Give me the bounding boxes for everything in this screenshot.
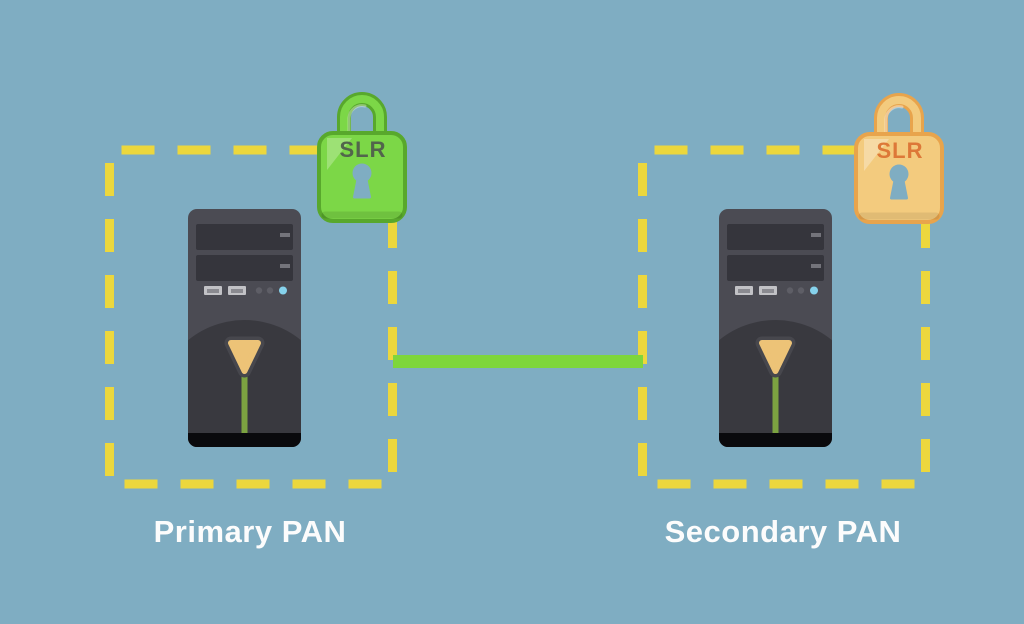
primary-pan-label: Primary PAN bbox=[153, 514, 347, 549]
green-lock-icon: SLR bbox=[317, 92, 407, 223]
orange-lock-icon: SLR bbox=[854, 93, 944, 224]
server-tower-primary bbox=[188, 209, 301, 447]
usb-port-slot bbox=[762, 289, 774, 293]
status-led bbox=[797, 287, 805, 294]
secondary-pan-label: Secondary PAN bbox=[664, 514, 902, 549]
drive-bay-tab bbox=[811, 233, 821, 237]
power-stem bbox=[241, 367, 248, 433]
drive-bay-tab bbox=[280, 233, 290, 237]
power-button-icon bbox=[228, 340, 261, 374]
primary-pan-boundary bbox=[105, 145, 397, 489]
tower-base bbox=[719, 433, 832, 447]
server-tower-secondary bbox=[719, 209, 832, 447]
link-line bbox=[393, 355, 643, 368]
lock-body-gloss bbox=[327, 138, 352, 170]
drive-bay-tab bbox=[811, 264, 821, 268]
keyhole-slot bbox=[353, 175, 371, 199]
power-led bbox=[279, 286, 287, 295]
usb-port-slot bbox=[207, 289, 219, 293]
lock-shackle bbox=[877, 96, 921, 142]
lock-body-gloss bbox=[864, 139, 889, 171]
drive-bay bbox=[727, 224, 824, 250]
drive-bay bbox=[196, 224, 293, 250]
secondary-pan-boundary bbox=[638, 145, 930, 489]
shackle-gloss bbox=[884, 105, 904, 138]
status-led bbox=[255, 287, 263, 294]
power-stem bbox=[772, 367, 779, 433]
status-led bbox=[786, 287, 794, 294]
usb-port-slot bbox=[231, 289, 243, 293]
keyhole-slot bbox=[890, 176, 908, 200]
usb-port-slot bbox=[738, 289, 750, 293]
lock-label: SLR bbox=[877, 138, 924, 163]
lock-label: SLR bbox=[340, 137, 387, 162]
drive-bay-tab bbox=[280, 264, 290, 268]
lock-shackle bbox=[340, 95, 384, 141]
tower-base bbox=[188, 433, 301, 447]
drive-bay bbox=[196, 255, 293, 281]
power-button-icon bbox=[759, 340, 792, 374]
power-led bbox=[810, 286, 818, 295]
shackle-gloss bbox=[347, 104, 367, 137]
status-led bbox=[266, 287, 274, 294]
drive-bay bbox=[727, 255, 824, 281]
